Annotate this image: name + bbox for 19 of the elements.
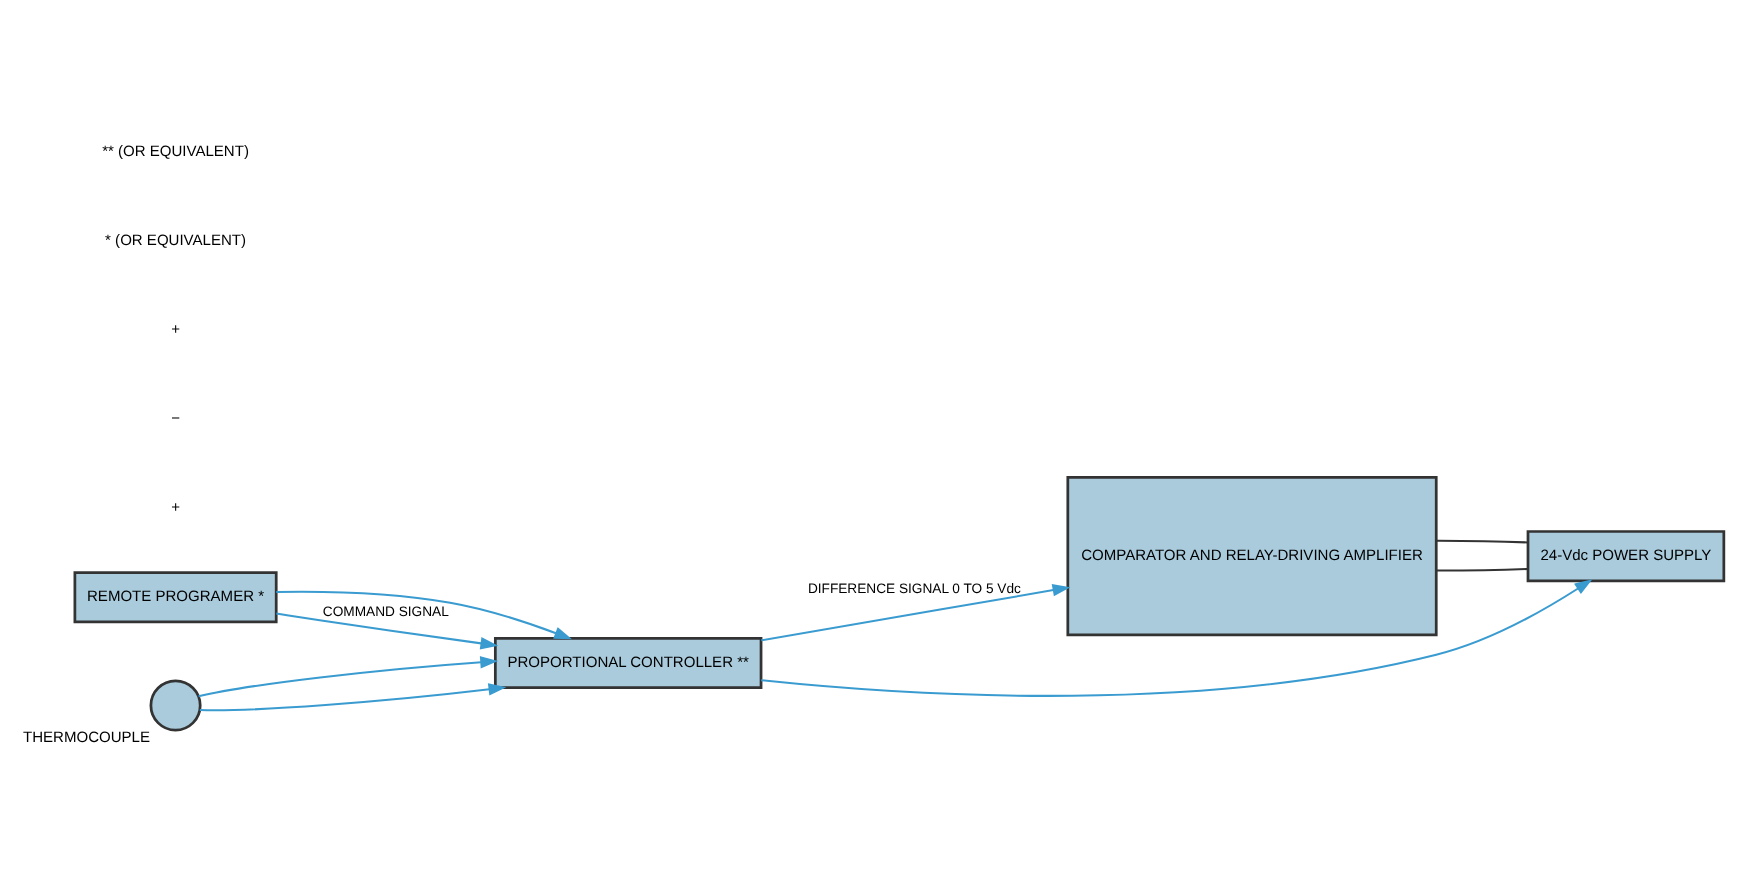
arrow — [761, 584, 1071, 642]
connector — [1436, 539, 1528, 544]
node-box: PROPORTIONAL CONTROLLER ** — [493, 636, 763, 689]
connector — [1436, 567, 1528, 572]
label: ** (OR EQUIVALENT) — [102, 141, 249, 160]
node-label: THERMOCOUPLE — [23, 728, 151, 747]
label: + — [171, 320, 180, 339]
label: + — [171, 498, 180, 517]
arrow — [198, 656, 499, 698]
arrow — [199, 683, 507, 712]
label: * (OR EQUIVALENT) — [105, 230, 246, 249]
arrow — [761, 579, 1593, 697]
arrow — [276, 590, 572, 640]
node-box: 24-Vdc POWER SUPPLY — [1526, 530, 1726, 583]
node-circle — [149, 679, 202, 732]
label: − — [171, 409, 180, 428]
node-box: REMOTE PROGRAMER * — [73, 571, 278, 624]
arrow — [276, 612, 499, 650]
node-box: COMPARATOR AND RELAY-DRIVING AMPLIFIER — [1066, 476, 1438, 637]
